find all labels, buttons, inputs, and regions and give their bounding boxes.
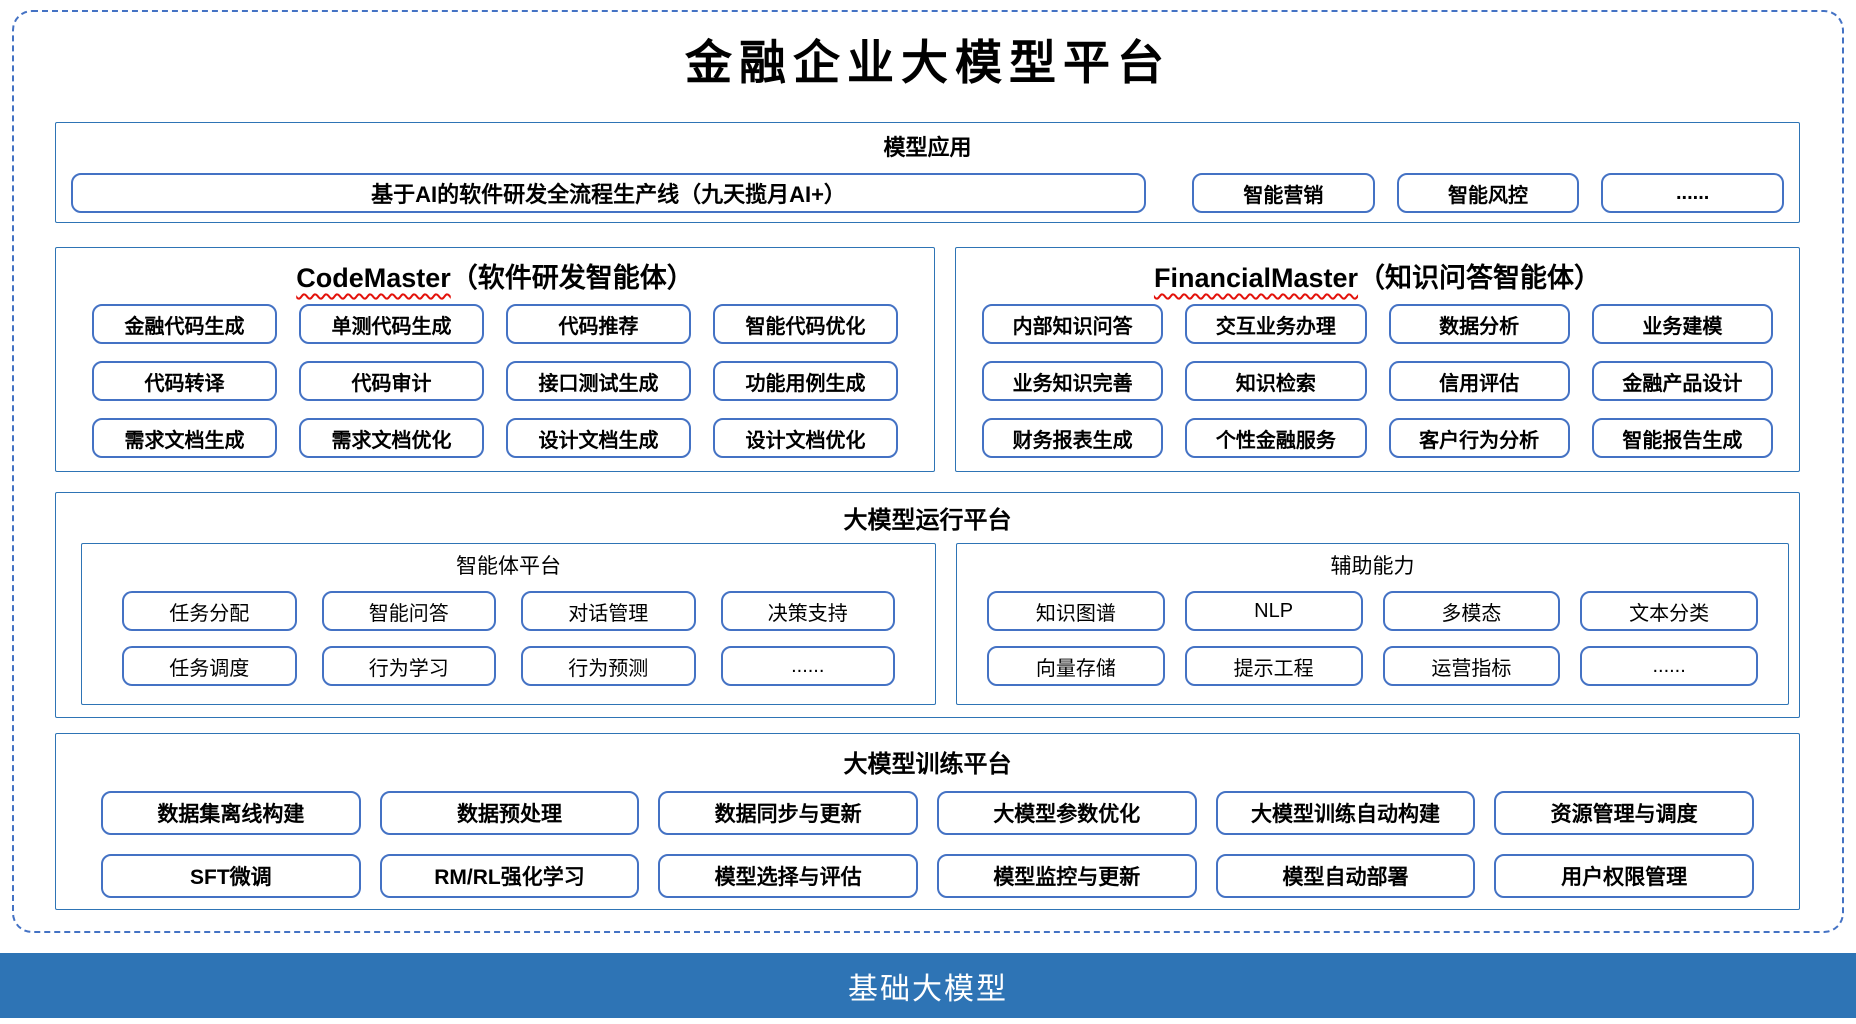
aux-capability-box: 辅助能力 知识图谱 NLP 多模态文本分类向量存储提示工程运营指标...... — [956, 543, 1789, 705]
codemaster-title: CodeMaster（软件研发智能体） — [56, 256, 934, 295]
financialmaster-title: FinancialMaster（知识问答智能体） — [956, 256, 1799, 295]
section-runtime-platform: 大模型运行平台 智能体平台 任务分配智能问答对话管理决策支持任务调度行为学习行为… — [55, 492, 1800, 718]
aux-capability-item: 运营指标 — [1382, 646, 1561, 686]
codemaster-capability-item: 功能用例生成 — [713, 361, 898, 401]
aux-capability-item: ...... — [1580, 646, 1758, 686]
agent-platform-item: 任务调度 — [122, 646, 297, 686]
training-platform-item: 用户权限管理 — [1494, 854, 1754, 898]
codemaster-name: CodeMaster — [296, 263, 451, 293]
training-platform-item: 数据集离线构建 — [101, 791, 361, 835]
codemaster-capability-item: 代码审计 — [299, 361, 484, 401]
codemaster-capability-item: 需求文档生成 — [92, 418, 277, 458]
aux-capability-item: 提示工程 — [1184, 646, 1363, 686]
page-title: 金融企业大模型平台 — [685, 36, 1171, 91]
aux-capability-item: 向量存储 — [987, 646, 1165, 686]
financialmaster-capability-item: 业务建模 — [1591, 304, 1773, 344]
agent-platform-item: 行为预测 — [521, 646, 696, 686]
section-training-platform: 大模型训练平台 数据集离线构建数据预处理数据同步与更新大模型参数优化大模型训练自… — [55, 733, 1800, 910]
codemaster-capability-item: 设计文档生成 — [506, 418, 691, 458]
financialmaster-box: FinancialMaster（知识问答智能体） 内部知识问答交互业务办理数据分… — [955, 247, 1800, 472]
codemaster-capability-item: 金融代码生成 — [92, 304, 277, 344]
agent-platform-item: ...... — [720, 646, 895, 686]
section-agents-row: CodeMaster（软件研发智能体） 金融代码生成单测代码生成代码推荐智能代码… — [55, 247, 1800, 472]
model-applications-row: 基于AI的软件研发全流程生产线（九天揽月AI+） 智能营销智能风控...... — [56, 173, 1799, 213]
application-item: 智能营销 — [1192, 173, 1375, 213]
training-platform-item: 模型自动部署 — [1215, 854, 1476, 898]
financialmaster-capability-item: 数据分析 — [1388, 304, 1570, 344]
aux-capability-item: 文本分类 — [1580, 591, 1758, 631]
codemaster-capability-item: 设计文档优化 — [713, 418, 898, 458]
training-platform-item: 资源管理与调度 — [1494, 791, 1754, 835]
financialmaster-capability-item: 交互业务办理 — [1185, 304, 1367, 344]
aux-capability-header: 辅助能力 — [1330, 555, 1415, 578]
runtime-platform-body: 智能体平台 任务分配智能问答对话管理决策支持任务调度行为学习行为预测......… — [56, 535, 1799, 705]
agent-platform-item: 行为学习 — [321, 646, 496, 686]
codemaster-capability-item: 单测代码生成 — [299, 304, 484, 344]
training-platform-item: 数据预处理 — [379, 791, 640, 835]
aux-capability-item: 多模态 — [1382, 591, 1561, 631]
section-model-applications: 模型应用 基于AI的软件研发全流程生产线（九天揽月AI+） 智能营销智能风控..… — [55, 122, 1800, 223]
training-platform-item: 大模型训练自动构建 — [1215, 791, 1476, 835]
financialmaster-capability-item: 智能报告生成 — [1591, 418, 1773, 458]
outer-dashed-frame — [12, 10, 1844, 933]
runtime-platform-header: 大模型运行平台 — [843, 507, 1012, 534]
agent-platform-item: 对话管理 — [521, 591, 696, 631]
application-item-main: 基于AI的软件研发全流程生产线（九天揽月AI+） — [71, 173, 1146, 213]
codemaster-capability-item: 代码推荐 — [506, 304, 691, 344]
financialmaster-capability-item: 个性金融服务 — [1185, 418, 1367, 458]
foundation-model-bar: 基础大模型 — [0, 953, 1856, 1018]
training-platform-item: 数据同步与更新 — [658, 791, 918, 835]
application-item: ...... — [1601, 173, 1785, 213]
agent-platform-header: 智能体平台 — [456, 555, 561, 578]
aux-capability-item: NLP — [1184, 591, 1363, 631]
financialmaster-capability-item: 信用评估 — [1388, 361, 1570, 401]
financialmaster-capability-item: 业务知识完善 — [982, 361, 1164, 401]
agent-platform-item: 决策支持 — [720, 591, 895, 631]
agent-platform-box: 智能体平台 任务分配智能问答对话管理决策支持任务调度行为学习行为预测...... — [81, 543, 936, 705]
training-platform-item: SFT微调 — [101, 854, 361, 898]
codemaster-capability-item: 接口测试生成 — [506, 361, 691, 401]
section-model-applications-header: 模型应用 — [883, 135, 972, 160]
training-platform-item: 模型监控与更新 — [936, 854, 1197, 898]
financialmaster-capability-item: 客户行为分析 — [1388, 418, 1570, 458]
agent-platform-item: 智能问答 — [321, 591, 496, 631]
financialmaster-suffix: （知识问答智能体） — [1358, 263, 1602, 293]
financialmaster-capability-item: 内部知识问答 — [982, 304, 1164, 344]
financialmaster-capability-item: 财务报表生成 — [982, 418, 1164, 458]
financialmaster-name: FinancialMaster — [1153, 263, 1359, 293]
codemaster-suffix: （软件研发智能体） — [450, 263, 694, 293]
financialmaster-capability-item: 金融产品设计 — [1591, 361, 1773, 401]
application-item: 智能风控 — [1396, 173, 1580, 213]
training-platform-item: RM/RL强化学习 — [379, 854, 640, 898]
codemaster-box: CodeMaster（软件研发智能体） 金融代码生成单测代码生成代码推荐智能代码… — [55, 247, 935, 472]
training-platform-item: 模型选择与评估 — [658, 854, 918, 898]
training-platform-header: 大模型训练平台 — [843, 751, 1012, 778]
codemaster-capability-item: 需求文档优化 — [299, 418, 484, 458]
financialmaster-capability-item: 知识检索 — [1185, 361, 1367, 401]
aux-capability-item: 知识图谱 — [987, 591, 1165, 631]
training-platform-item: 大模型参数优化 — [936, 791, 1197, 835]
agent-platform-item: 任务分配 — [122, 591, 297, 631]
codemaster-capability-item: 代码转译 — [92, 361, 277, 401]
codemaster-capability-item: 智能代码优化 — [713, 304, 898, 344]
